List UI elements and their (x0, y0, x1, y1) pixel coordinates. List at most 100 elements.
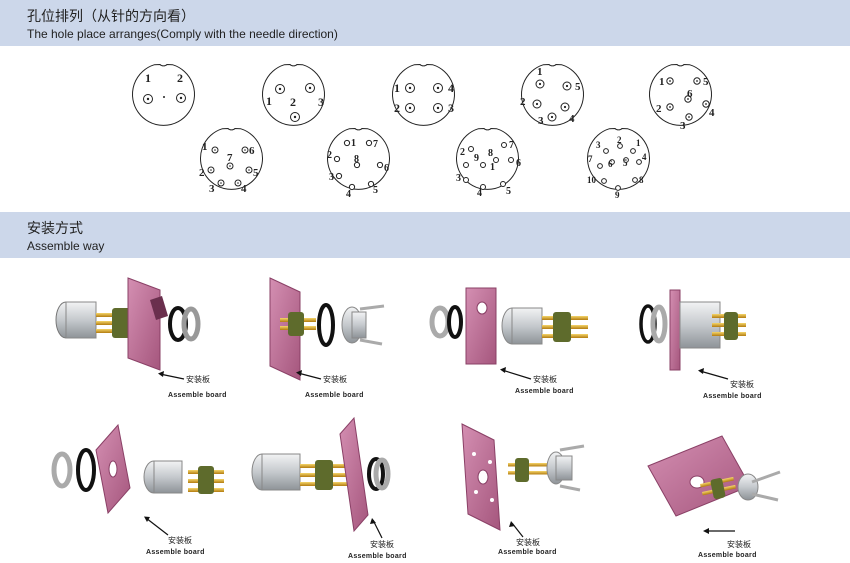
pin-label: 8 (488, 148, 493, 159)
pin-hole (463, 162, 469, 168)
pin-label: 6 (608, 159, 613, 169)
connector-face-5pin: 1 2 3 4 5 (520, 63, 584, 127)
insulator-block (198, 466, 214, 494)
hole-arrangement-title-en: The hole place arranges(Comply with the … (27, 27, 338, 41)
assemble-board (669, 289, 681, 371)
board-label-en: Assemble board (703, 393, 762, 400)
pin-hole (376, 161, 384, 169)
pin-hole (632, 177, 638, 183)
washer-ring (367, 457, 385, 491)
assembly-panel-5: 安装板 Assemble board (51, 423, 224, 556)
insulator-block (288, 312, 304, 336)
hole-arrangement-header: 孔位排列（从针的方向看） The hole place arranges(Com… (0, 0, 850, 46)
connector-face-4pin: 1 2 3 4 (392, 63, 455, 126)
pin-label: 1 (537, 66, 543, 78)
pin-label: 1 (490, 162, 495, 173)
board-label-cn: 安装板 (323, 374, 347, 384)
pin-label: 1 (145, 71, 151, 85)
assemble-board (465, 287, 497, 365)
insulator-block (553, 312, 571, 342)
board-arrow (159, 373, 185, 380)
nut-ring (373, 457, 391, 491)
insulator-block (315, 460, 333, 490)
board-label-en: Assemble board (498, 549, 557, 556)
board-label-en: Assemble board (146, 549, 205, 556)
screw (751, 470, 781, 484)
board-label-en: Assemble board (515, 388, 574, 395)
pin-hole (463, 177, 469, 183)
assembly-panel-8: 安装板 Assemble board (647, 435, 781, 559)
pin-label: 3 (680, 120, 686, 132)
pin-hole (615, 185, 621, 191)
pin-label: 6 (687, 88, 693, 100)
pin-hole (353, 161, 361, 169)
connector-face-6pin: 1 2 3 4 5 6 (649, 63, 715, 132)
pin-label: 5 (703, 76, 709, 88)
pin-label: 5 (506, 186, 511, 197)
pin-label: 2 (290, 95, 296, 109)
screw (359, 304, 385, 311)
assembly-panel-1: 安装板 Assemble board (55, 277, 227, 399)
pin-label: 2 (520, 96, 526, 108)
pin-hole (468, 146, 474, 152)
connector-face-9pin: 2 3 4 5 6 7 8 9 1 (456, 127, 521, 199)
assemble-board (339, 416, 369, 533)
board-arrow (501, 369, 532, 380)
pin-label: 3 (209, 183, 215, 195)
insulator-block (724, 312, 738, 340)
screw (359, 338, 383, 346)
pin-label: 5 (575, 81, 581, 93)
board-label-en: Assemble board (698, 552, 757, 559)
pin-label: 4 (642, 152, 647, 162)
pin-hole (480, 184, 486, 190)
screw (559, 444, 585, 452)
connector-face-8pin: 1 2 3 4 5 6 7 8 (327, 127, 390, 200)
pin-label: 4 (709, 107, 715, 119)
pin-hole (480, 162, 486, 168)
pin-hole (508, 157, 514, 163)
connector-face-2pin: 1 2 (132, 63, 195, 126)
assembly-panel-2: 安装板 Assemble board (269, 277, 385, 399)
pin-hole (500, 181, 506, 187)
connector-face-10pin: 1 2 3 4 5 6 7 8 9 10 (587, 127, 650, 200)
pin-hole (343, 139, 351, 147)
pin-label: 2 (460, 147, 465, 158)
nut-ring (51, 451, 73, 489)
washer-ring (447, 305, 463, 339)
board-label-cn: 安装板 (727, 539, 751, 549)
insulator-block (515, 458, 529, 482)
pin-hole (630, 148, 636, 154)
pin-label: 1 (636, 138, 641, 148)
assembly-panel-7: 安装板 Assemble board (461, 423, 585, 556)
pin-label: 2 (327, 150, 332, 161)
pin-hole (617, 143, 623, 149)
assembly-header: 安装方式 Assemble way (0, 212, 850, 258)
board-label-en: Assemble board (305, 392, 364, 399)
pin-label: 1 (659, 76, 665, 88)
pin-label: 3 (318, 95, 324, 109)
pin-label: 7 (509, 140, 514, 151)
washer-ring (317, 303, 335, 347)
screw (559, 484, 581, 492)
nut-ring (650, 304, 668, 344)
pin-label: 7 (227, 152, 233, 164)
pin-label: 8 (639, 175, 644, 185)
pin-label: 3 (329, 172, 334, 183)
pin-label: 1 (394, 81, 400, 95)
pin-hole (335, 172, 343, 180)
pin-label: 3 (538, 115, 544, 127)
assembly-panel-6: 安装板 Assemble board (251, 416, 406, 560)
pin-label: 5 (253, 167, 259, 179)
pin-label: 2 (177, 71, 183, 85)
pin-label: 7 (588, 154, 593, 164)
board-label-en: Assemble board (168, 392, 227, 399)
pin-label: 2 (394, 101, 400, 115)
pin-label: 6 (249, 145, 255, 157)
board-arrow (699, 370, 729, 380)
assembly-title-en: Assemble way (27, 239, 105, 253)
washer-ring (76, 448, 96, 492)
connector-face-3pin: 1 2 3 (262, 63, 325, 126)
pin-hole (348, 183, 356, 191)
pin-label: 1 (202, 141, 208, 153)
